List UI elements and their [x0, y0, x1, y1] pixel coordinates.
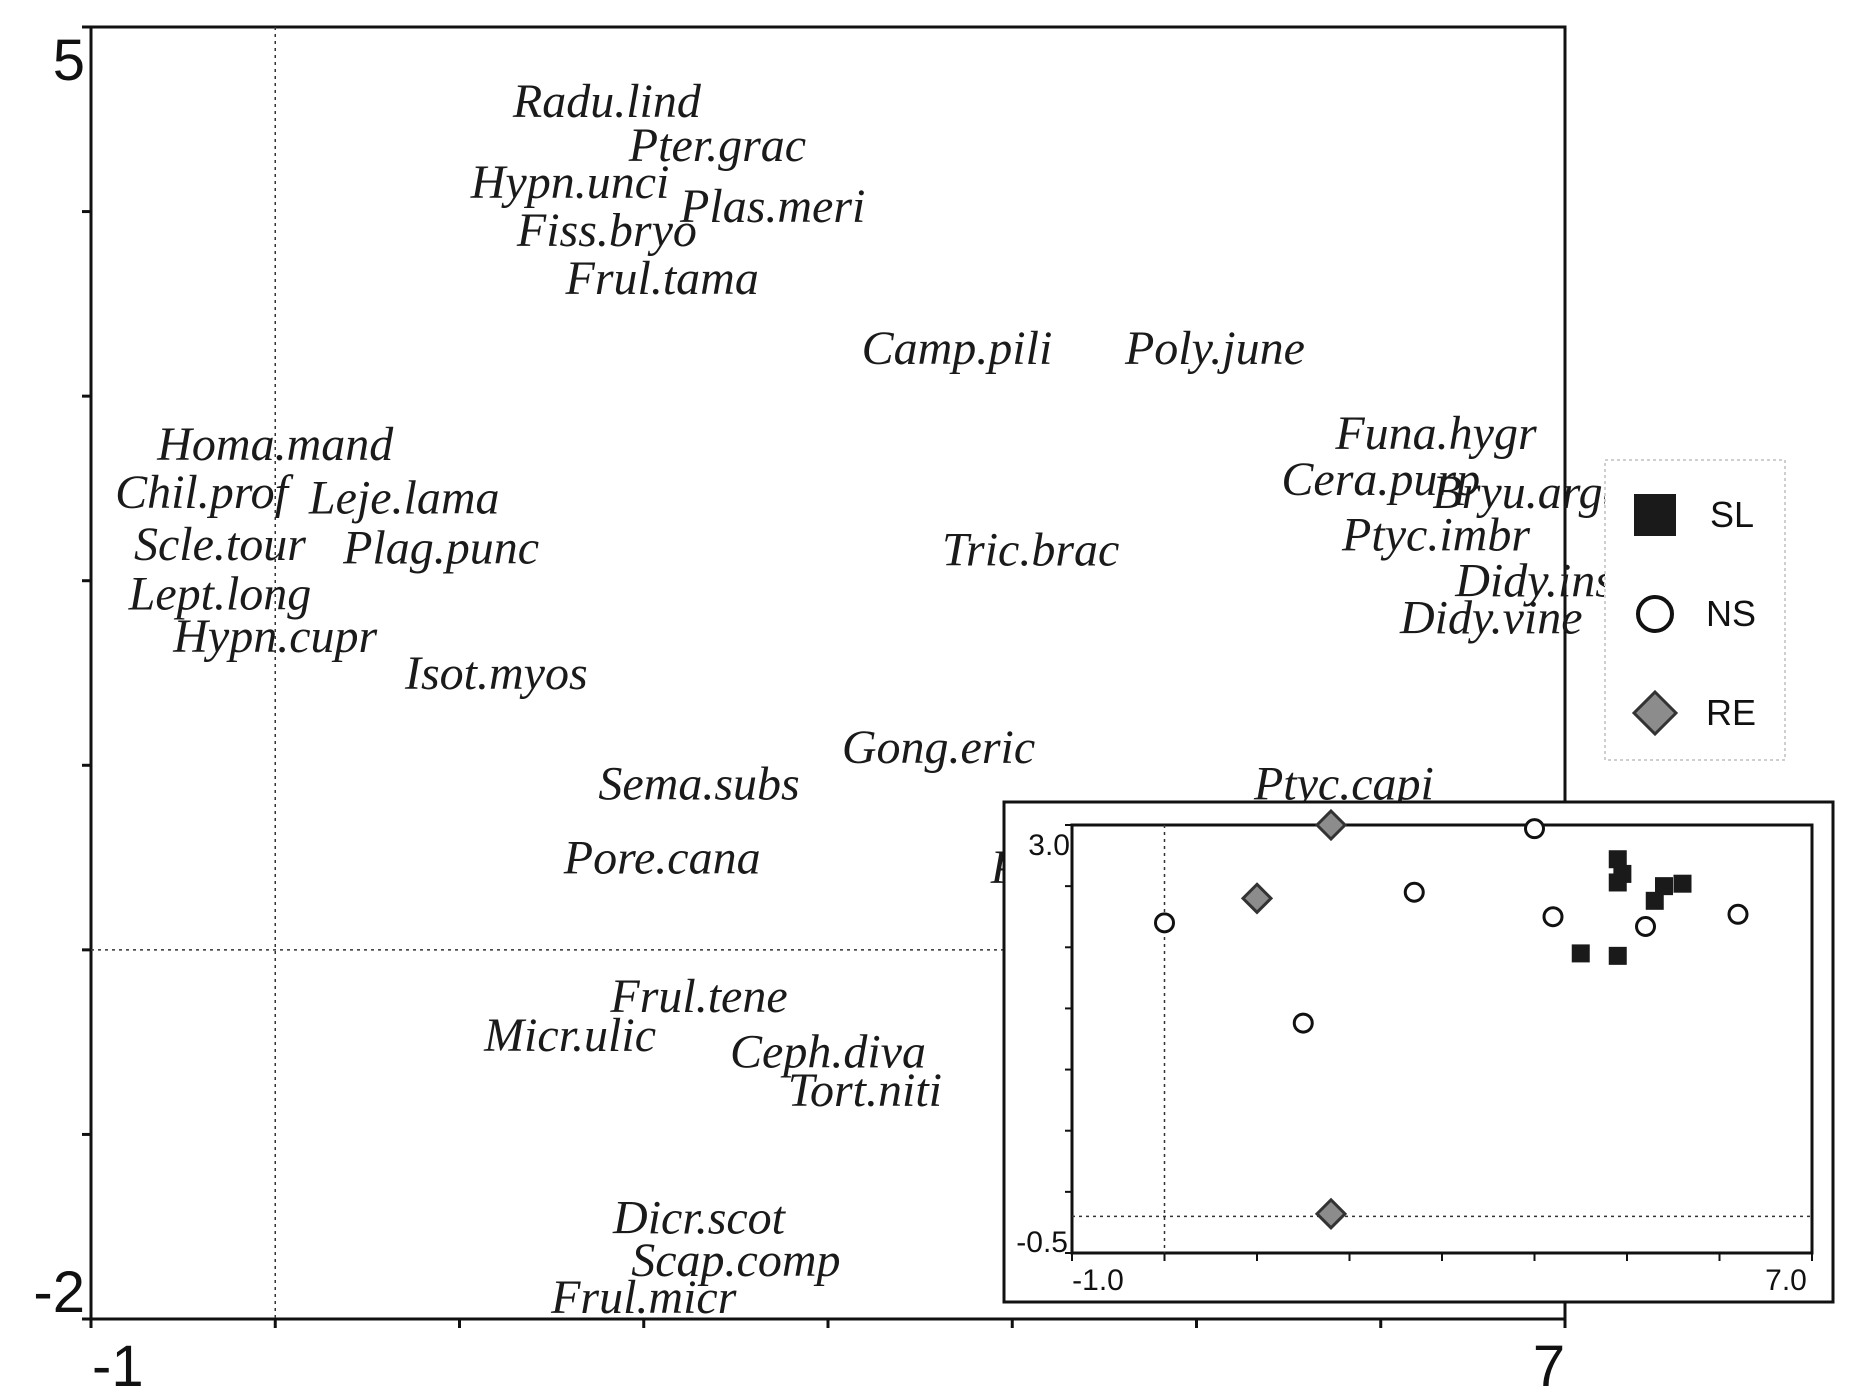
species-label: Frul.tama [565, 252, 759, 305]
main-y-tick-label-bottom: -2 [33, 1260, 85, 1325]
species-label: Ceph.diva [730, 1025, 926, 1078]
main-y-tick-label-top: 5 [53, 28, 85, 93]
legend-item-sl: SL [1634, 494, 1754, 536]
legend-label-re: RE [1706, 692, 1756, 733]
species-label: Dicr.scot [612, 1191, 787, 1244]
species-label: Bryu.arge [1432, 466, 1624, 519]
species-label: Cera.purp [1281, 453, 1480, 506]
species-label: Leje.lama [308, 472, 500, 525]
species-label: Tort.niti [788, 1064, 942, 1117]
legend-square-marker [1634, 494, 1676, 536]
sample-point-ns [1542, 906, 1564, 928]
legend-label-ns: NS [1706, 593, 1756, 634]
sample-point-sl [1608, 850, 1627, 869]
legend-frame [1604, 459, 1786, 761]
species-label: Poly.june [1124, 322, 1305, 375]
species-label: Pter.grac [628, 119, 806, 172]
sample-point-sl [1645, 891, 1664, 910]
inset-x-tick-marks [1071, 1253, 1813, 1261]
inset-x-tick-label-left: -1.0 [1072, 1264, 1124, 1297]
sample-point-re [1314, 808, 1348, 842]
sample-point-sl [1608, 946, 1627, 965]
species-label: Micr.ulic [483, 1009, 656, 1062]
sample-point-re [1240, 882, 1274, 915]
sample-point-sl [1608, 873, 1627, 892]
sample-point-ns [1524, 818, 1545, 840]
species-label: Isot.myos [404, 647, 588, 700]
species-label: Chil.prof [115, 466, 294, 519]
sample-point-ns [1154, 912, 1175, 934]
inset-y-tick-label-top: 3.0 [1028, 829, 1070, 862]
main-x-tick-marks [89, 1319, 1567, 1328]
inset-x-tick-label-right: 7.0 [1765, 1264, 1807, 1297]
inset-y-tick-label-bottom: -0.5 [1016, 1226, 1068, 1259]
species-label: Fiss.bryo [516, 204, 697, 257]
legend-diamond-marker [1631, 689, 1679, 737]
main-x-tick-label-left: -1 [92, 1334, 144, 1397]
sample-point-sl [1673, 874, 1692, 893]
species-label: Tric.brac [942, 523, 1119, 576]
species-label: Lept.long [128, 568, 312, 621]
legend-label-sl: SL [1710, 494, 1754, 535]
legend-item-re: RE [1631, 689, 1756, 737]
legend-circle-marker [1636, 595, 1674, 633]
legend: SL NS RE [1604, 459, 1786, 761]
species-label: Ptyc.imbr [1341, 509, 1530, 562]
sample-point-ns [1292, 1012, 1314, 1034]
species-label: Hypn.cupr [172, 610, 377, 663]
species-label: Scap.comp [631, 1234, 840, 1287]
sample-point-ns [1635, 915, 1656, 937]
species-label: Plas.meri [679, 180, 865, 233]
sample-point-ns [1727, 903, 1749, 925]
species-label: Frul.tene [609, 970, 787, 1023]
species-label: Radu.lind [512, 75, 702, 128]
legend-item-ns: NS [1636, 593, 1756, 634]
inset-outer-frame [1002, 800, 1835, 1304]
species-label: Homa.mand [156, 418, 394, 471]
sample-point-sl [1571, 944, 1590, 963]
species-label: Frul.micr [550, 1271, 737, 1324]
species-label: Camp.pili [862, 322, 1053, 375]
sample-point-sl [1655, 877, 1673, 896]
sample-point-ns [1403, 881, 1425, 903]
species-label: Hypn.unci [470, 156, 670, 209]
species-label: Funa.hygr [1334, 407, 1537, 460]
sample-point-re [1314, 1197, 1348, 1230]
species-label: Plag.punc [342, 521, 539, 574]
species-label: Sema.subs [598, 758, 799, 811]
species-label: Pore.cana [563, 832, 761, 885]
species-label: Didy.vine [1399, 592, 1583, 645]
sample-markers [1154, 808, 1749, 1230]
species-label: Gong.eric [842, 721, 1035, 774]
inset-y-tick-marks [1065, 824, 1072, 1254]
sample-ordination-inset: 3.0 -0.5 -1.0 7.0 [1002, 800, 1835, 1304]
species-label: Scle.tour [134, 518, 306, 571]
main-x-tick-label-right: 7 [1533, 1334, 1565, 1397]
